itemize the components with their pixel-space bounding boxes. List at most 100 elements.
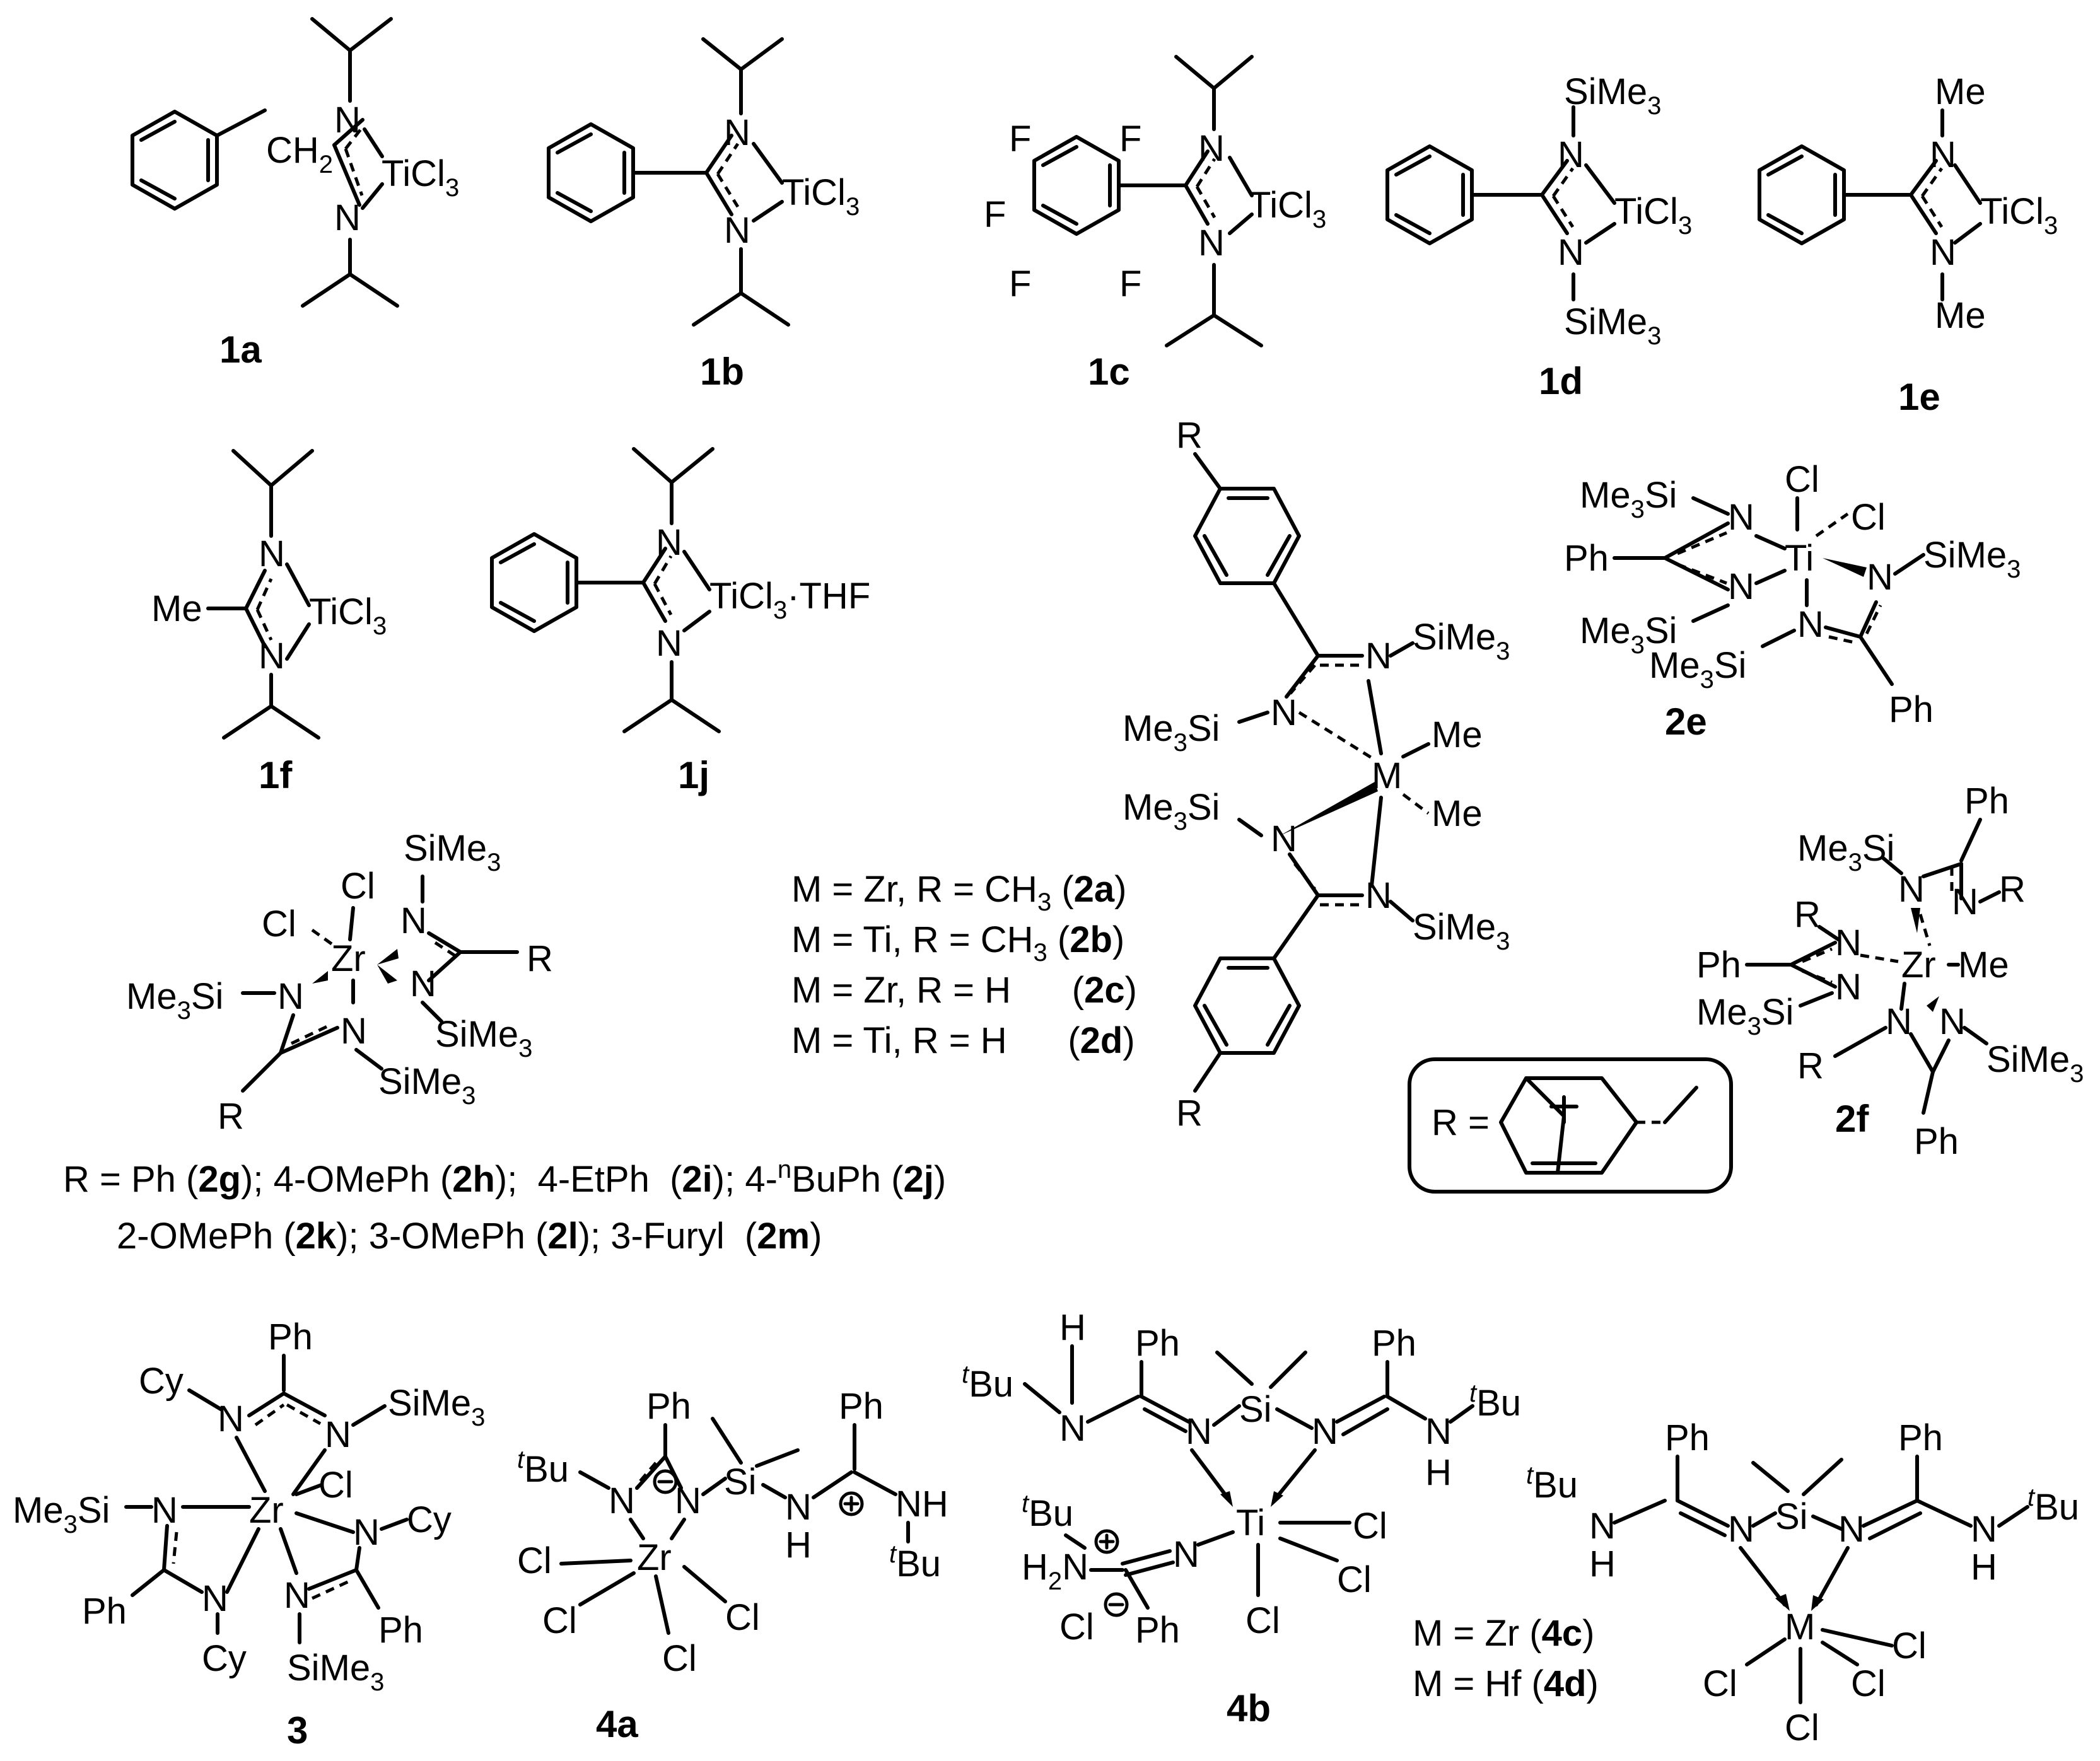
compound-id: 1a xyxy=(219,328,262,371)
svg-text:tBu: tBu xyxy=(1022,1490,1073,1534)
cl-label: Cl xyxy=(1851,1663,1886,1704)
aryl-ring-bottom xyxy=(1193,956,1301,1055)
n-label: N xyxy=(1365,636,1392,677)
n-label: N xyxy=(1728,566,1754,607)
zr-label: Zr xyxy=(1901,944,1936,985)
n-top: N xyxy=(334,100,361,141)
compound-id: 3 xyxy=(287,1709,308,1752)
n-label: N xyxy=(1886,1001,1912,1042)
wedge-bond xyxy=(377,949,399,965)
compound-4c-4d: tBu N H Ph N Si N Ph N H tBu M Cl Cl Cl … xyxy=(1413,1417,2079,1748)
n-label: N xyxy=(1728,497,1754,538)
legend-line: M = Zr, R = H (2c) xyxy=(791,970,1137,1011)
compound-2g-2m: SiMe3 N Cl Cl Zr R N SiMe3 Me3Si N N R S… xyxy=(63,828,946,1257)
ph-label: Ph xyxy=(1372,1323,1416,1364)
ticl3-thf-label: TiCl3·THF xyxy=(709,576,870,624)
me3si-label: Me3Si xyxy=(1797,828,1894,876)
ch2-label: CH2 xyxy=(266,130,333,178)
me3si-label: Me3Si xyxy=(13,1490,110,1538)
nh-label: N xyxy=(785,1487,812,1528)
n-label: N xyxy=(353,1512,380,1553)
benzene-ring xyxy=(547,122,635,223)
zr-label: Zr xyxy=(637,1537,672,1578)
n-label: N xyxy=(1952,881,1978,922)
r-bottom: R xyxy=(1176,1093,1203,1134)
legend-line: M = Ti, R = H (2d) xyxy=(791,1020,1135,1061)
n-label: N xyxy=(284,1575,310,1616)
metal-legend-4d: M = Hf (4d) xyxy=(1413,1663,1599,1704)
ticl3-label: TiCl3 xyxy=(1614,191,1692,240)
ticl3-label: TiCl3 xyxy=(1249,185,1326,233)
cy-label: Cy xyxy=(139,1361,184,1402)
compound-1j: N N TiCl3·THF 1j xyxy=(490,447,870,796)
n-top: N xyxy=(1930,134,1956,175)
legend-line: M = Zr, R = CH3 (2a) xyxy=(791,869,1126,916)
compound-3: Ph Cy N N SiMe3 Me3Si N Zr Cl N Cy N Ph … xyxy=(13,1316,485,1752)
n-top: N xyxy=(259,533,285,574)
n-label: N xyxy=(1835,967,1862,1008)
sime3-label: SiMe3 xyxy=(1413,907,1510,955)
sime3-label: SiMe3 xyxy=(1923,535,2021,583)
ph-label: Ph xyxy=(1135,1610,1180,1651)
n-top: N xyxy=(724,112,750,153)
n-label: N xyxy=(151,1490,178,1531)
ti-label: Ti xyxy=(1785,538,1814,579)
n-label: N xyxy=(277,976,304,1017)
arrow-head xyxy=(1271,1491,1283,1507)
zr-label: Zr xyxy=(249,1490,284,1531)
n-top: N xyxy=(1558,134,1584,175)
n-label: N xyxy=(1971,1509,1997,1550)
n-label: N xyxy=(1835,922,1862,963)
n-bottom: N xyxy=(724,210,750,251)
h-label: H xyxy=(1971,1547,1997,1588)
sime3-label: SiMe3 xyxy=(1413,617,1510,665)
compound-4a: Ph tBu N N Si N H Ph NH tBu Zr Cl Cl Cl … xyxy=(517,1386,948,1745)
me3si-label: Me3Si xyxy=(1580,610,1677,659)
cy-label: Cy xyxy=(202,1638,247,1679)
r-label: R xyxy=(218,1096,244,1137)
ph-label: Ph xyxy=(1898,1417,1943,1458)
si-label: Si xyxy=(1239,1389,1272,1430)
compound-2f: Ph Me3Si N N R R N Ph N Me3Si Zr Me N R … xyxy=(1408,781,2084,1194)
n-label: N xyxy=(202,1578,228,1619)
ticl3-label: TiCl3 xyxy=(782,172,860,221)
compound-1b: N N TiCl3 1b xyxy=(547,37,860,393)
me-label: Me xyxy=(151,588,202,629)
n-label: N xyxy=(1059,1408,1086,1449)
compound-1d: N N TiCl3 SiMe3 SiMe3 1d xyxy=(1385,71,1692,402)
n-bottom: N xyxy=(1198,223,1225,264)
compound-id: 2f xyxy=(1835,1098,1869,1140)
me-label: Me xyxy=(1958,944,2009,985)
ti-label: Ti xyxy=(1236,1502,1265,1543)
cl-label: Cl xyxy=(1851,497,1886,538)
sime3-label: SiMe3 xyxy=(378,1061,475,1110)
zr-label: Zr xyxy=(331,938,366,979)
n-bottom: N xyxy=(259,636,285,677)
ph-label: Ph xyxy=(268,1316,313,1357)
compound-1c: F F F F F N N TiCl3 1c xyxy=(984,55,1326,393)
arrow-head xyxy=(1220,1491,1233,1507)
f-label: F xyxy=(1009,264,1031,305)
wedge-bond xyxy=(377,965,397,984)
me3si-label: Me3Si xyxy=(126,976,223,1025)
n-bottom: N xyxy=(656,623,682,664)
cl-label: Cl xyxy=(1892,1625,1927,1666)
cl-label: Cl xyxy=(1059,1607,1094,1648)
cl-label: Cl xyxy=(1703,1663,1737,1704)
ticl3-label: TiCl3 xyxy=(1980,191,2058,240)
sime3-label: SiMe3 xyxy=(1986,1039,2084,1088)
ph-label: Ph xyxy=(839,1386,884,1427)
compound-1e: N N TiCl3 Me Me 1e xyxy=(1758,71,2058,418)
n-label: N xyxy=(1312,1411,1338,1452)
wedge-bond xyxy=(1280,782,1378,835)
n-bottom: N xyxy=(1930,232,1956,273)
plus-charge xyxy=(839,1491,864,1516)
wedge-bond xyxy=(1927,996,1939,1012)
ph-label: Ph xyxy=(1914,1121,1959,1162)
sime3-label: SiMe3 xyxy=(287,1648,384,1696)
f-label: F xyxy=(1119,119,1141,160)
ph-label: Ph xyxy=(1889,689,1934,730)
ph-label: Ph xyxy=(378,1610,423,1651)
r-label: R xyxy=(527,938,553,979)
